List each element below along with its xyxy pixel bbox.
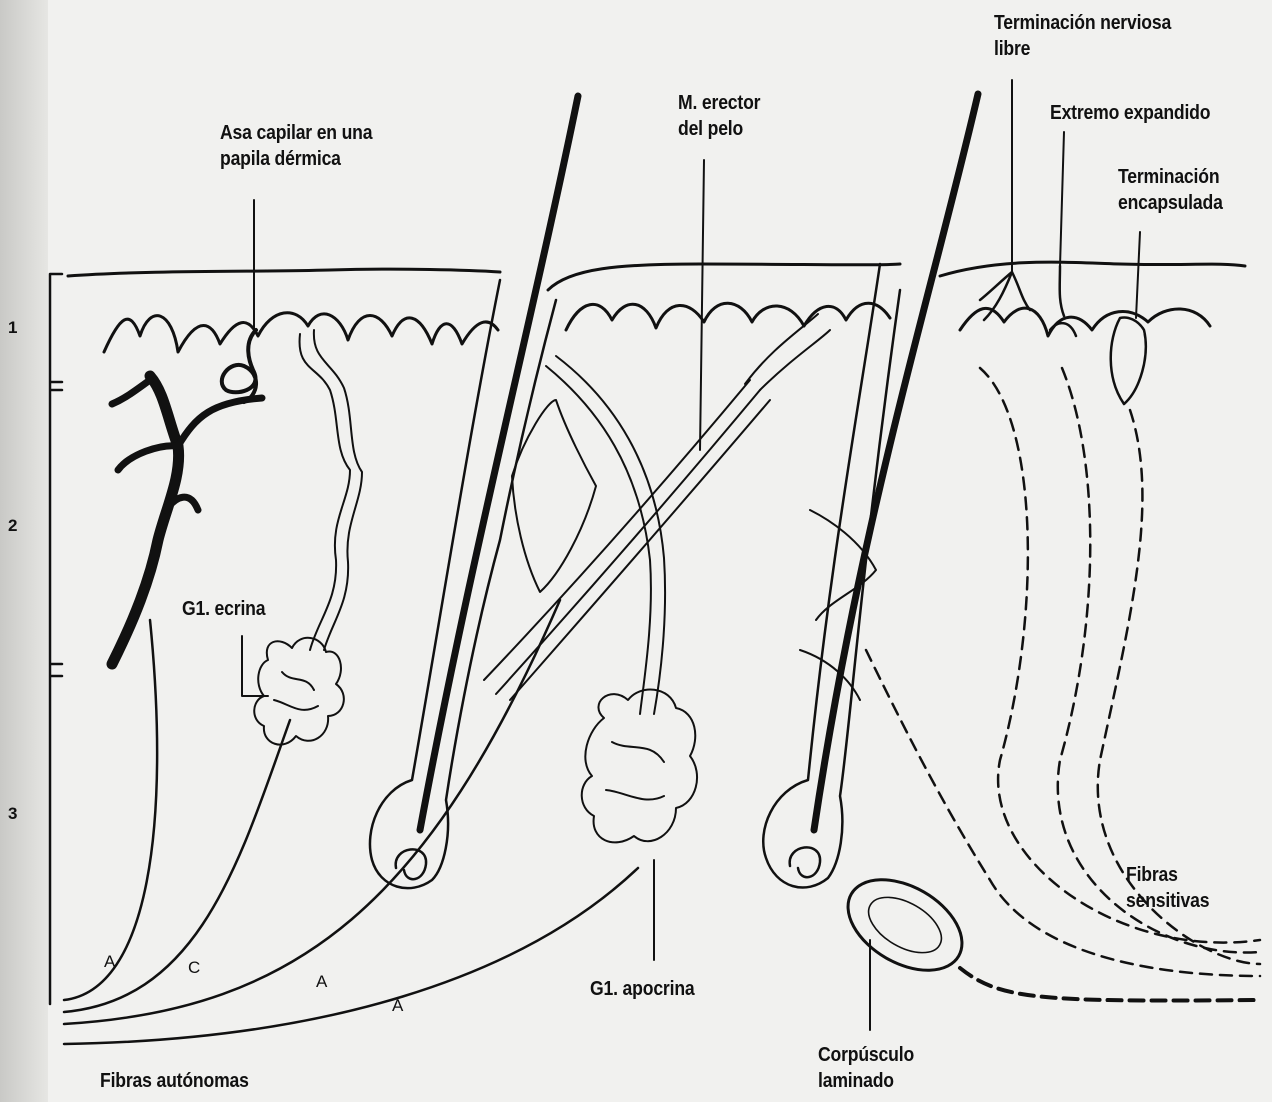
free-nerve-ending (980, 272, 1030, 320)
autonomic-fiber-3 (64, 600, 560, 1024)
hair-shaft-left (420, 96, 578, 830)
arrector-muscle (484, 380, 770, 700)
sensory-fiber-4 (866, 650, 1260, 976)
fiber-letter: A (104, 952, 115, 972)
encapsulated-nerve-ending (1111, 318, 1146, 405)
expanded-nerve-ending (1050, 266, 1076, 336)
capillary-loop (222, 330, 256, 402)
layer-number: 3 (8, 804, 17, 824)
layer-number: 1 (8, 318, 17, 338)
blood-vessel-branch (112, 380, 262, 510)
hair-papilla-left (396, 849, 426, 879)
epidermal-ridges-right (960, 308, 1210, 336)
leader-ecrina (242, 636, 268, 696)
lamellated-corpuscle-inner (859, 886, 950, 964)
epidermal-ridges-middle (566, 303, 890, 330)
hair-follicle-right (763, 264, 900, 888)
label-apocrine-gland: G1. apocrina (590, 976, 695, 1002)
hair-follicle-left (370, 280, 556, 888)
autonomic-fiber-1 (64, 620, 157, 1000)
fiber-letter: C (188, 958, 200, 978)
hair-papilla-right (790, 847, 820, 877)
sensory-fiber-1 (980, 368, 1260, 943)
eccrine-gland-coil (254, 638, 344, 745)
fiber-letter: A (316, 972, 327, 992)
layer-number: 2 (8, 516, 17, 536)
skin-surface-middle (548, 264, 900, 290)
autonomic-fiber-4 (64, 868, 638, 1044)
layer-bracket (50, 274, 62, 1004)
skin-surface-right (940, 262, 1245, 276)
apocrine-duct-inner (556, 356, 665, 714)
label-autonomic-fibers: Fibras autónomas (100, 1068, 249, 1094)
arrector-muscle-end (745, 314, 830, 390)
label-eccrine-gland: G1. ecrina (182, 596, 265, 622)
lamellated-corpuscle (832, 861, 977, 989)
skin-surface-left (68, 269, 500, 276)
leader-erector (700, 160, 704, 450)
sensory-fiber-5 (960, 968, 1260, 1001)
hair-shaft-right (814, 94, 978, 830)
blood-vessel (112, 376, 179, 664)
leader-extremo (1060, 132, 1064, 266)
fiber-letter: A (392, 996, 403, 1016)
epidermal-ridges-left (104, 313, 498, 352)
leader-encapsulada (1136, 232, 1140, 318)
label-expanded-ending: Extremo expandido (1050, 100, 1210, 126)
autonomic-fiber-2 (64, 720, 290, 1012)
